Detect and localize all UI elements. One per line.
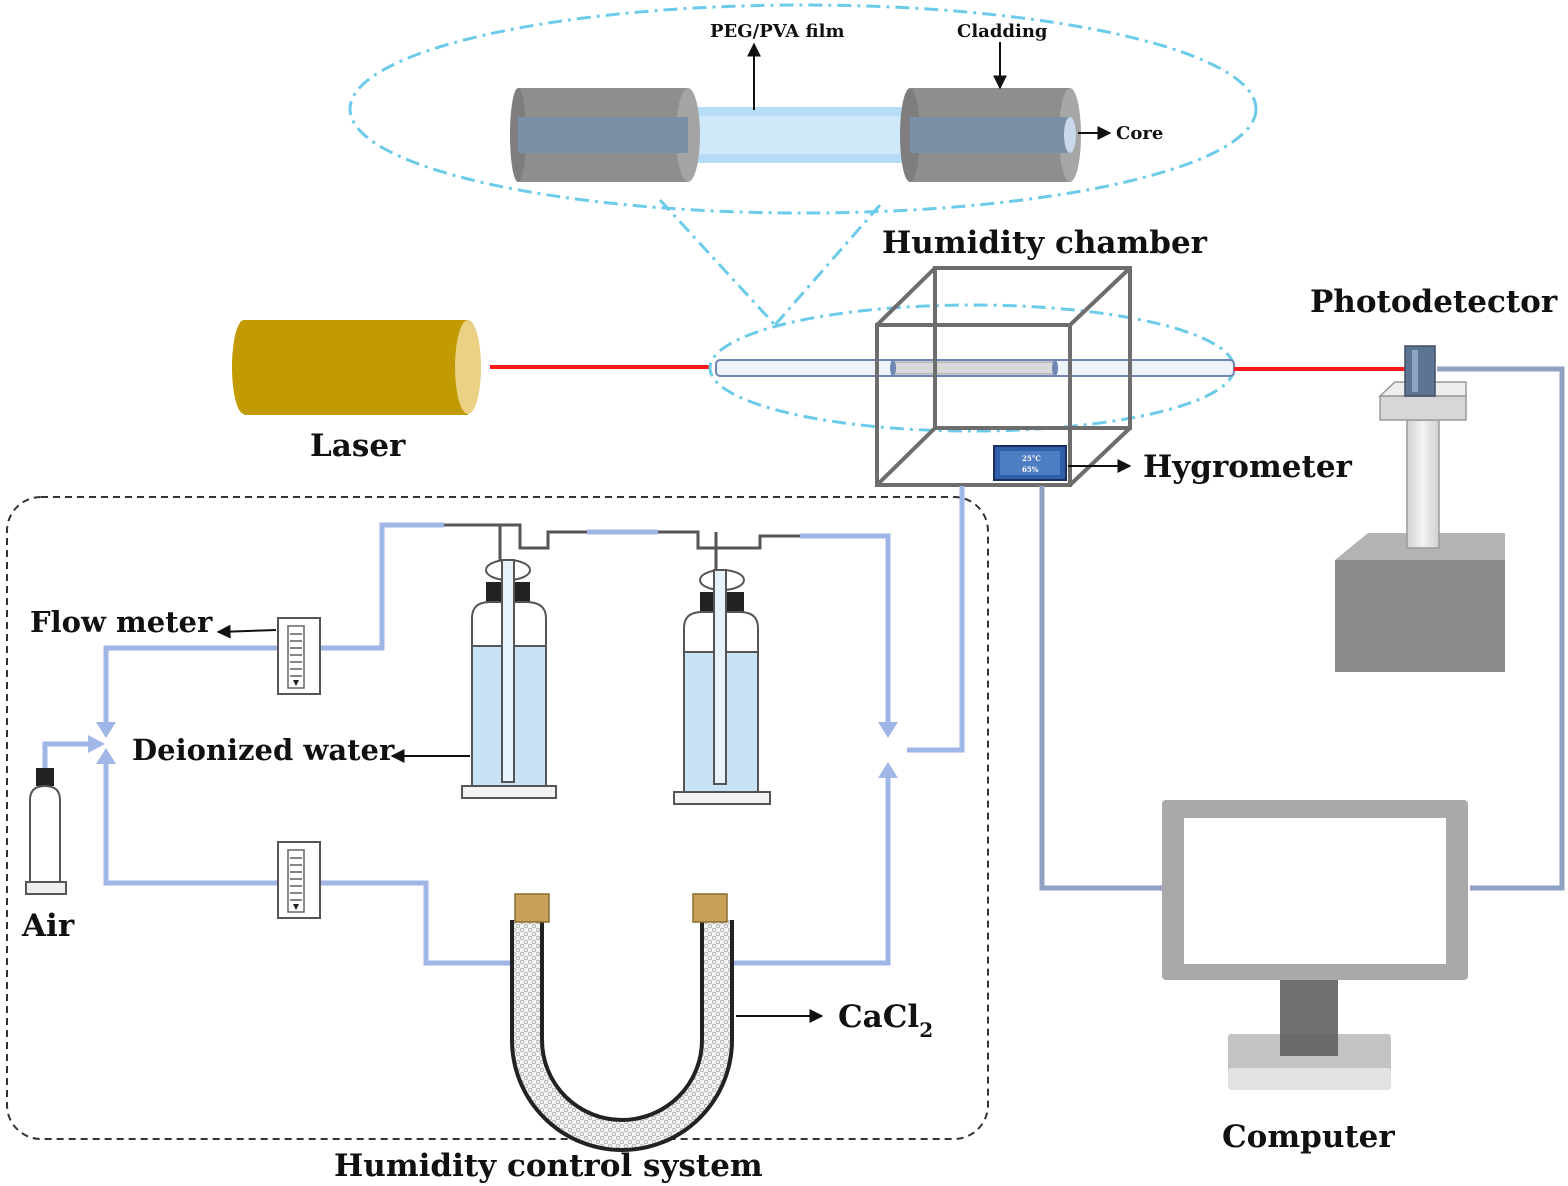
cacl2-drying-tube: [510, 893, 734, 1152]
label-core: Core: [1116, 123, 1163, 144]
hygrometer-signal-cable: [1039, 486, 1162, 891]
zoom-line-right: [773, 204, 882, 326]
gas-line-to-chamber: [907, 486, 965, 753]
photodetector-signal-cable: [1437, 366, 1565, 891]
monitor-screen: [1184, 818, 1446, 964]
gas-lines: [42, 486, 965, 966]
humidity-chamber: [875, 266, 1132, 487]
label-deionized-water: Deionized water: [132, 733, 395, 767]
magnified-view-dashed-ellipse: [348, 3, 1258, 215]
label-hygrometer: Hygrometer: [1143, 449, 1353, 485]
right-cladding-segment: [900, 88, 1081, 182]
label-cacl2: CaCl2: [838, 999, 933, 1042]
gas-line-air-inlet: [42, 741, 88, 770]
flow-arrows: [88, 722, 898, 778]
label-photodetector: Photodetector: [1310, 284, 1558, 320]
flow-arrow-lower-right: [878, 762, 898, 778]
label-humidity-chamber: Humidity chamber: [882, 225, 1208, 261]
label-peg-pva-film: PEG/PVA film: [710, 21, 845, 42]
label-air: Air: [21, 908, 75, 944]
laser-source: Laser: [232, 320, 481, 464]
label-cladding: Cladding: [957, 21, 1048, 42]
gas-line-to-bubbler-1: [320, 522, 444, 651]
flow-arrow-upper-right: [878, 722, 898, 738]
laser-aperture: [455, 320, 481, 414]
humidity-control-system-boundary: [6, 496, 989, 1140]
gas-line-upper-branch: [103, 645, 278, 722]
flow-arrow-air: [88, 735, 105, 753]
flow-meter-upper: [277, 617, 321, 695]
gas-line-drying-tube-out: [733, 778, 891, 966]
cacl2-subscript: 2: [919, 1018, 933, 1042]
gas-washing-bottle-2: [658, 530, 800, 805]
photodetector-base: [1335, 560, 1505, 672]
label-humidity-control-system: Humidity control system: [334, 1148, 763, 1184]
photodetector: Photodetector: [1310, 284, 1558, 672]
cork-right: [692, 893, 728, 923]
cacl2-base-text: CaCl: [838, 999, 919, 1035]
flow-meter-lower: [277, 841, 321, 919]
hygrometer-temperature: 25°C: [1022, 454, 1041, 463]
air-cylinder: Air: [21, 768, 75, 944]
photodetector-sensor-head: [1404, 345, 1436, 397]
computer: Computer: [1162, 800, 1468, 1155]
photodetector-mount: [1379, 395, 1467, 421]
gas-line-lower-branch: [103, 764, 278, 886]
gas-washing-bottle-1: [444, 523, 587, 799]
zoom-line-left: [658, 198, 777, 327]
gas-line-to-drying-tube: [320, 880, 515, 966]
flow-arrow-lower-left: [96, 748, 116, 764]
flow-meter-callout-arrow: [216, 624, 277, 639]
photodetector-post: [1406, 419, 1440, 549]
flow-arrow-upper-left: [96, 722, 116, 738]
fiber-magnified-view: PEG/PVA film Cladding Core: [348, 3, 1258, 327]
label-flow-meter: Flow meter: [30, 605, 213, 639]
cork-left: [514, 893, 550, 923]
optical-fiber-sensor: [715, 359, 1235, 377]
gas-line-bubbler-2-out: [800, 533, 891, 722]
hygrometer-humidity: 65%: [1022, 465, 1039, 474]
label-laser: Laser: [310, 428, 406, 464]
left-cladding-segment: [510, 88, 700, 182]
exposed-core: [688, 116, 910, 154]
label-computer: Computer: [1222, 1119, 1395, 1155]
laser-body: [244, 320, 468, 415]
hygrometer: 25°C 65%: [993, 445, 1067, 481]
